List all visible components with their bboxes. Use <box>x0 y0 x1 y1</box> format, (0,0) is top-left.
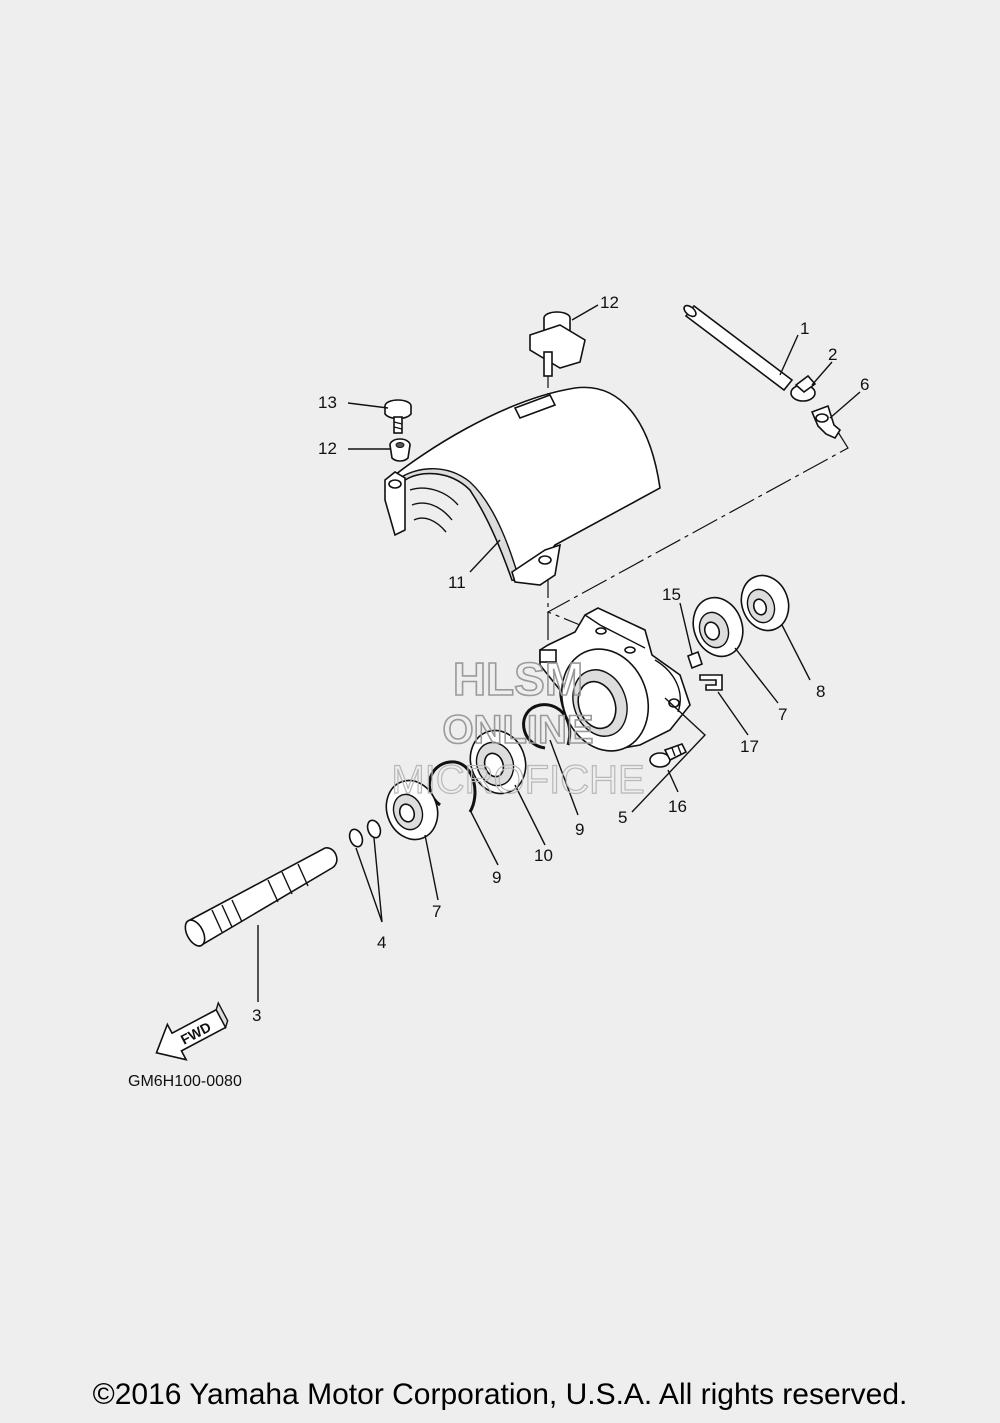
callout-11: 11 <box>448 573 466 592</box>
drawing-code: GM6H100-0080 <box>128 1073 242 1090</box>
steering-cover <box>384 386 661 586</box>
nipple-6 <box>810 404 842 440</box>
callout-7-right: 7 <box>778 705 787 724</box>
callout-9-left: 9 <box>492 868 501 887</box>
callout-14: 12 <box>600 293 619 312</box>
clip-17 <box>699 674 723 691</box>
watermark: HLSM ONLINE MICROFICHE <box>391 652 646 802</box>
callout-7-left: 7 <box>432 902 441 921</box>
fwd-arrow-icon: FWD <box>155 1001 229 1061</box>
clip-bracket <box>529 311 586 377</box>
callout-13: 13 <box>318 393 337 412</box>
callout-8: 8 <box>816 682 825 701</box>
pin-15 <box>687 650 703 670</box>
callout-9-right: 9 <box>575 820 584 839</box>
callout-6: 6 <box>860 375 869 394</box>
watermark-line-3: MICROFICHE <box>391 758 644 802</box>
circlip-9-right <box>522 703 572 750</box>
steering-shaft-3 <box>184 847 338 948</box>
callout-2: 2 <box>828 345 837 364</box>
callout-4: 4 <box>377 933 386 952</box>
callout-5: 5 <box>618 808 627 827</box>
callout-labels: 12 1 2 6 13 12 11 15 8 7 17 5 16 9 10 9 … <box>252 293 869 1025</box>
callout-10: 10 <box>534 846 553 865</box>
bearing-housing <box>539 607 691 752</box>
watermark-line-2: ONLINE <box>442 708 593 752</box>
leader-lines <box>257 304 861 1002</box>
watermark-line-1: HLSM <box>453 653 583 705</box>
o-rings-4 <box>348 819 383 923</box>
bolt-13 <box>384 399 412 434</box>
callout-16: 16 <box>668 797 687 816</box>
circlip-9-left <box>427 760 477 813</box>
callout-12: 12 <box>318 439 337 458</box>
bolt-16 <box>649 743 688 768</box>
hose-1 <box>683 304 794 392</box>
bearing-7-right <box>692 596 744 658</box>
clamp-2 <box>790 374 817 402</box>
callout-1: 1 <box>800 319 809 338</box>
seal-10 <box>469 729 527 795</box>
callout-3: 3 <box>252 1006 261 1025</box>
grommet-12 <box>389 438 411 462</box>
callout-17: 17 <box>740 737 759 756</box>
bearing-7-left <box>385 779 439 841</box>
callout-15: 15 <box>662 585 681 604</box>
bearing-8 <box>740 574 790 632</box>
copyright-notice: ©2016 Yamaha Motor Corporation, U.S.A. A… <box>92 1378 908 1411</box>
